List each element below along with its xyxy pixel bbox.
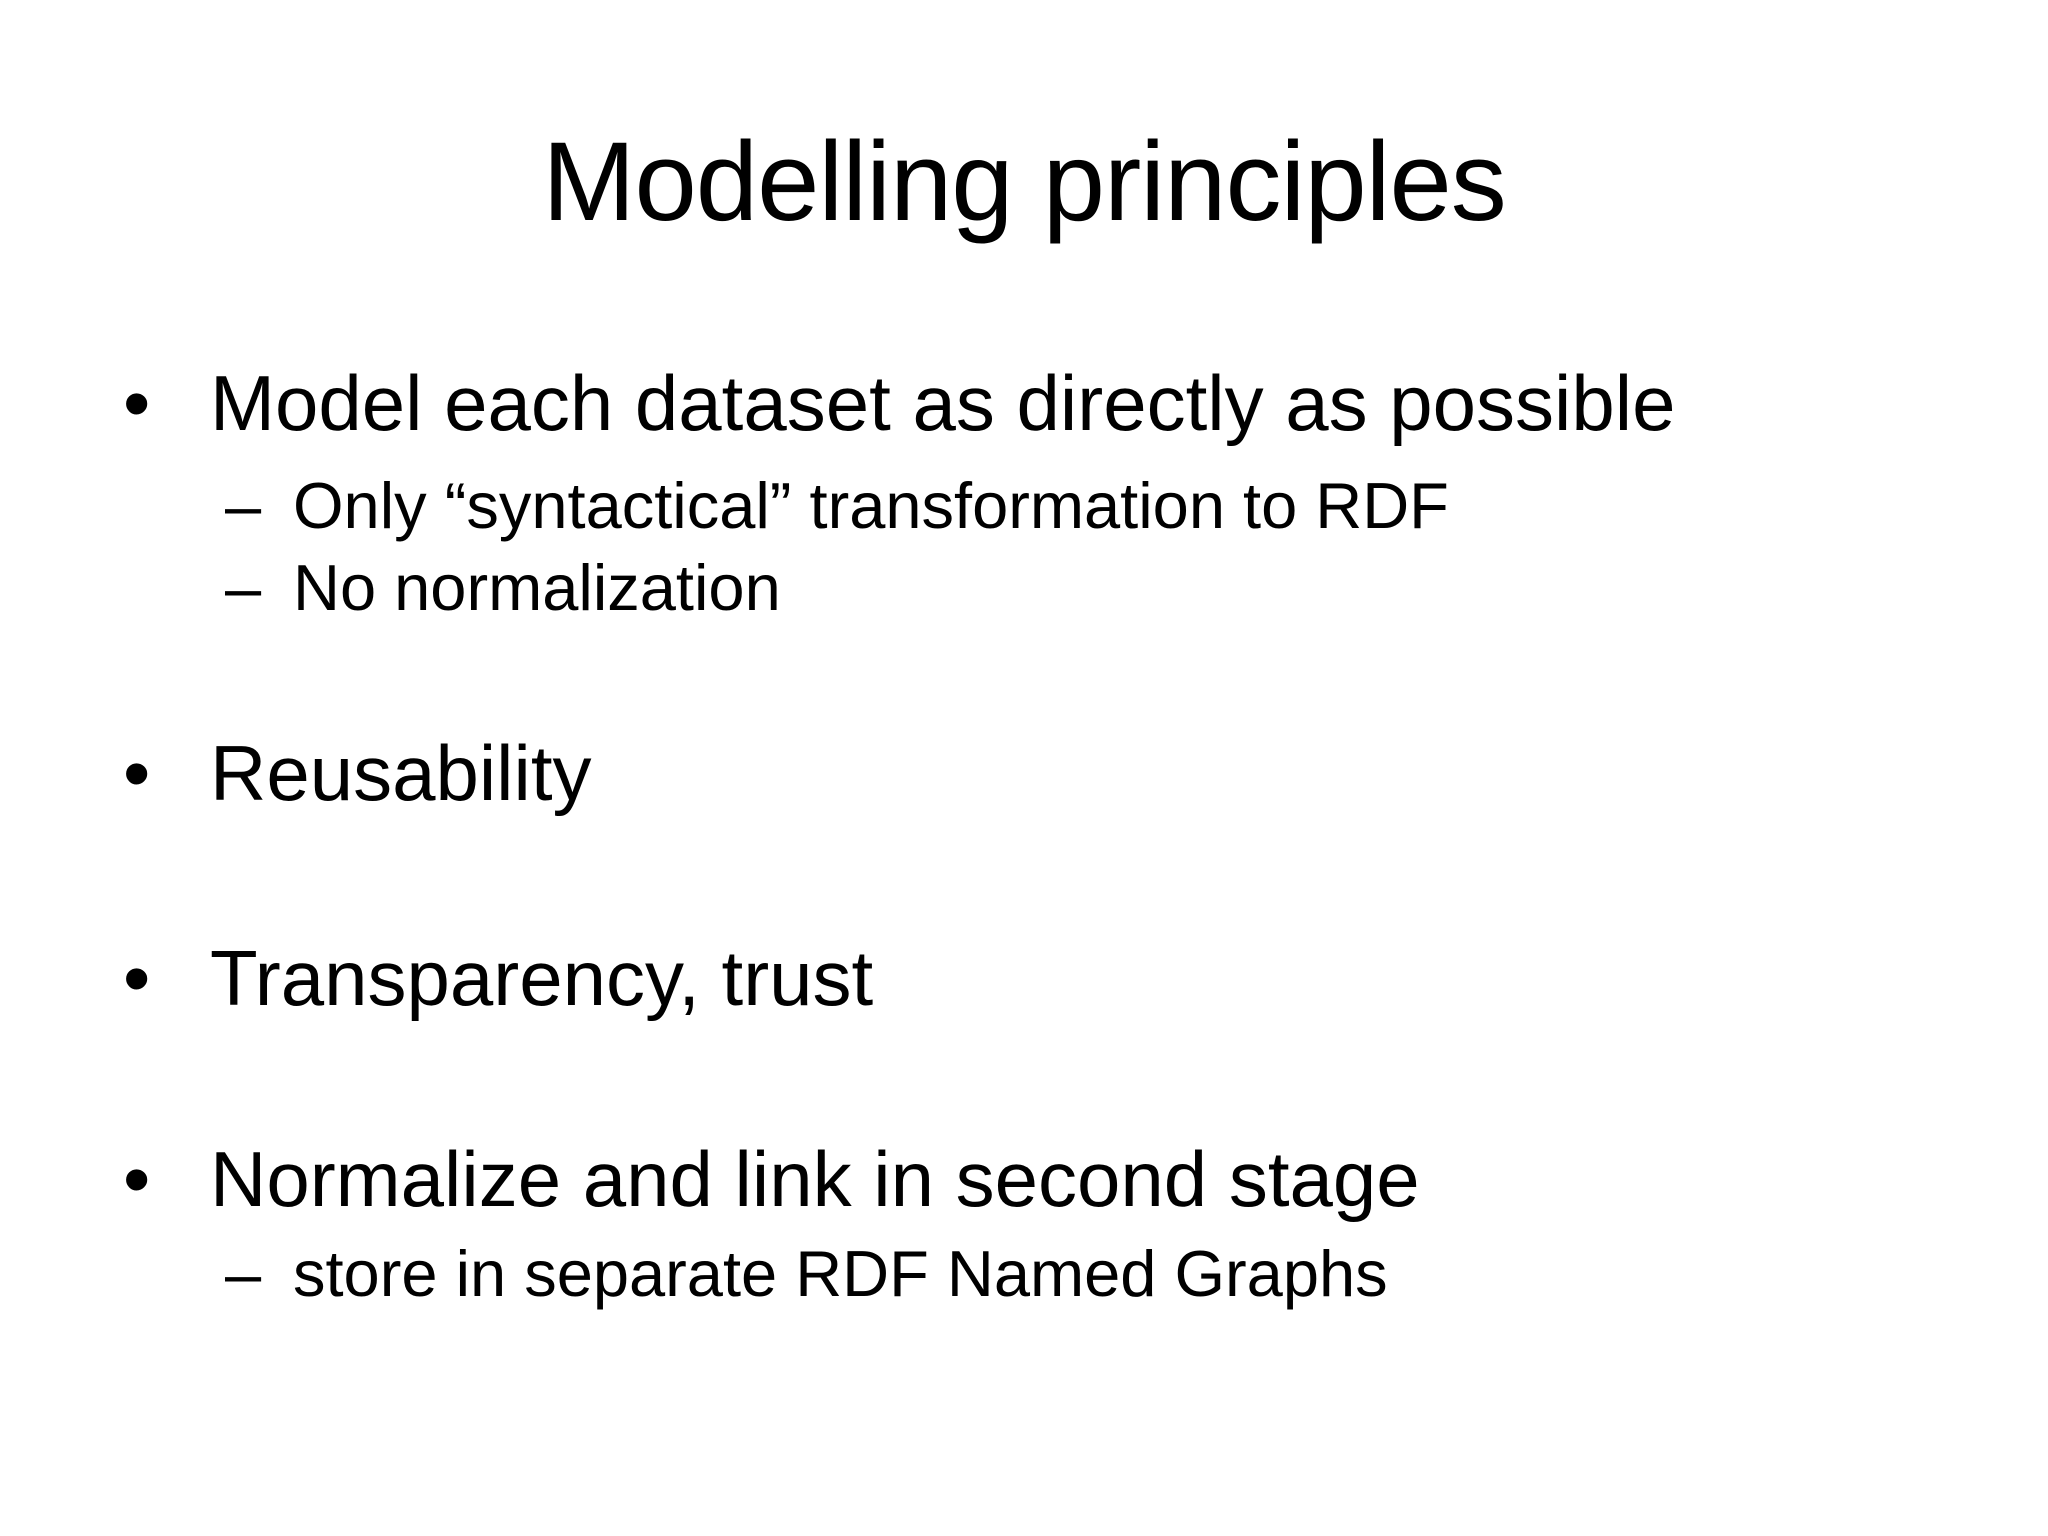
dash-icon: –: [225, 469, 262, 542]
bullet-item: • Transparency, trust: [0, 928, 2048, 1028]
bullet-text: Model each dataset as directly as possib…: [210, 359, 1676, 447]
bullet-dot-icon: •: [123, 1135, 151, 1223]
sub-bullet-text: No normalization: [293, 551, 781, 624]
bullet-text: Transparency, trust: [210, 934, 874, 1022]
dash-icon: –: [225, 1237, 262, 1310]
sub-bullet-list: – store in separate RDF Named Graphs: [0, 1233, 2048, 1315]
bullet-text: Reusability: [210, 729, 592, 817]
bullet-dot-icon: •: [123, 359, 151, 447]
sub-bullet-item: – store in separate RDF Named Graphs: [0, 1233, 2048, 1315]
bullet-item: • Reusability: [0, 723, 2048, 823]
dash-icon: –: [225, 551, 262, 624]
bullet-group: • Transparency, trust: [0, 928, 2048, 1028]
sub-bullet-list: – Only “syntactical” transformation to R…: [0, 465, 2048, 629]
sub-bullet-item: – No normalization: [0, 547, 2048, 629]
slide-body: • Model each dataset as directly as poss…: [0, 353, 2048, 1315]
bullet-text: Normalize and link in second stage: [210, 1135, 1420, 1223]
sub-bullet-item: – Only “syntactical” transformation to R…: [0, 465, 2048, 547]
slide-title: Modelling principles: [542, 119, 1507, 244]
bullet-dot-icon: •: [123, 729, 151, 817]
bullet-group: • Model each dataset as directly as poss…: [0, 353, 2048, 629]
sub-bullet-text: Only “syntactical” transformation to RDF: [293, 469, 1449, 542]
sub-bullet-text: store in separate RDF Named Graphs: [293, 1237, 1388, 1310]
bullet-item: • Model each dataset as directly as poss…: [0, 353, 2048, 453]
bullet-group: • Reusability: [0, 723, 2048, 823]
bullet-dot-icon: •: [123, 934, 151, 1022]
bullet-item: • Normalize and link in second stage: [0, 1129, 2048, 1229]
bullet-group: • Normalize and link in second stage – s…: [0, 1129, 2048, 1315]
